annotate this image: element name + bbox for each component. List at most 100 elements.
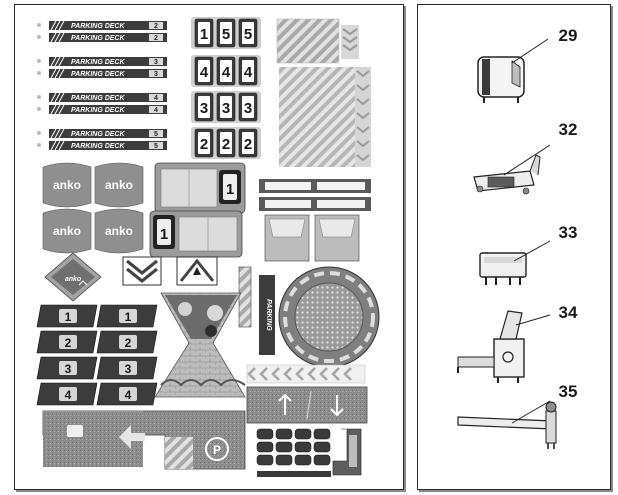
brand-tile-label: anko [53,178,81,192]
parking-sign-letter: P [213,443,221,457]
level-tile: 1 [96,304,158,328]
parking-deck-strip: PARKING DECK 4 [37,92,167,103]
floor-number-digit: 3 [222,100,230,117]
level-tile-number: 1 [65,310,72,324]
level-tile-number: 3 [65,362,72,376]
parking-deck-strip: PARKING DECK 5 [37,128,167,139]
keypad-button [313,428,331,440]
brand-tile: anko [42,162,92,208]
arrow-floor-panel [246,386,368,424]
brand-tiles: anko anko anko anko [42,162,144,254]
parking-deck-label: PARKING DECK [71,143,125,150]
parking-deck-level: 4 [154,95,158,102]
part-33: 33 [479,223,578,285]
corner-bracket [332,428,362,476]
keypad-button [275,441,293,453]
parking-deck-strip: PARKING DECK 3 [37,56,167,67]
keypad-bar [257,471,331,477]
level-tile: 4 [36,382,98,406]
level-tile: 2 [96,330,158,354]
floor-number-digit: 5 [244,26,252,43]
level-tile-number: 1 [125,310,132,324]
keypad-button [294,428,312,440]
level-tile-number: 3 [125,362,132,376]
brand-tile: anko [94,162,144,208]
part-33-number: 33 [559,223,578,242]
parking-deck-label: PARKING DECK [71,95,125,102]
level-tile-number: 2 [65,336,72,350]
brand-tile-label: anko [105,178,133,192]
ticket-booth-panels [264,214,360,262]
parking-deck-level: 3 [154,59,158,66]
keypad-button [256,441,274,453]
keypad-button [294,441,312,453]
keypad-button [275,454,293,466]
keypad-button [313,441,331,453]
level-tile-number: 4 [65,388,72,402]
floor-number-digit: 2 [200,136,208,153]
parts-list-art: 29 32 33 [457,26,578,449]
level-tile-number: 2 [125,336,132,350]
elevator-panels: 1 1 [149,162,246,258]
light-bars [259,179,371,211]
level-tile: 3 [96,356,158,380]
hazard-stripe-panel [276,18,371,167]
brand-tile-label: anko [53,224,81,238]
ramp-floor-panel: P [42,410,246,470]
floor-number-digit: 1 [200,26,208,43]
level-tile-number: 4 [125,388,132,402]
round-grille [278,266,380,368]
vertical-parking-label: PARKING [265,299,272,331]
vertical-parking-sign: PARKING [259,275,275,355]
level-number-tiles: 1 1 2 2 3 3 4 4 [36,304,158,406]
parking-deck-level: 3 [154,71,158,78]
part-34-number: 34 [559,303,578,322]
diamond-brand: anko [65,276,82,283]
part-34: 34 [457,303,578,383]
parking-deck-level: 5 [154,131,158,138]
hazard-pole [238,266,252,328]
floor-number-digit: 4 [200,64,209,81]
floor-number-digit: 4 [244,64,253,81]
keypad-button [256,454,274,466]
parking-deck-label: PARKING DECK [71,131,125,138]
parking-deck-label: PARKING DECK [71,71,125,78]
parking-deck-level: 2 [154,35,158,42]
button-keypad [256,428,331,477]
parking-deck-label: PARKING DECK [71,107,125,114]
keypad-button [294,454,312,466]
floor-number-digit: 3 [200,100,208,117]
parking-deck-label: PARKING DECK [71,35,125,42]
part-29: 29 [477,26,577,103]
parking-deck-strip: PARKING DECK 3 [37,68,167,79]
floor-number-digit: 2 [222,136,230,153]
elevator-number-bottom: 1 [160,226,168,243]
parking-deck-label: PARKING DECK [71,59,125,66]
floor-number-digit: 3 [244,100,252,117]
direction-diamond-sign: anko [44,252,102,302]
part-32-number: 32 [559,120,578,139]
elevator-number-top: 1 [226,181,234,198]
parking-deck-strip: PARKING DECK 2 [37,32,167,43]
brand-tile-label: anko [105,224,133,238]
level-tile: 3 [36,356,98,380]
parts-list: 29 32 33 [417,4,611,490]
level-tile: 2 [36,330,98,354]
warning-signs [122,256,218,286]
part-35: 35 [457,382,577,449]
floor-number-digit: 5 [222,26,230,43]
floor-number-digit: 2 [244,136,252,153]
level-tile: 4 [96,382,158,406]
